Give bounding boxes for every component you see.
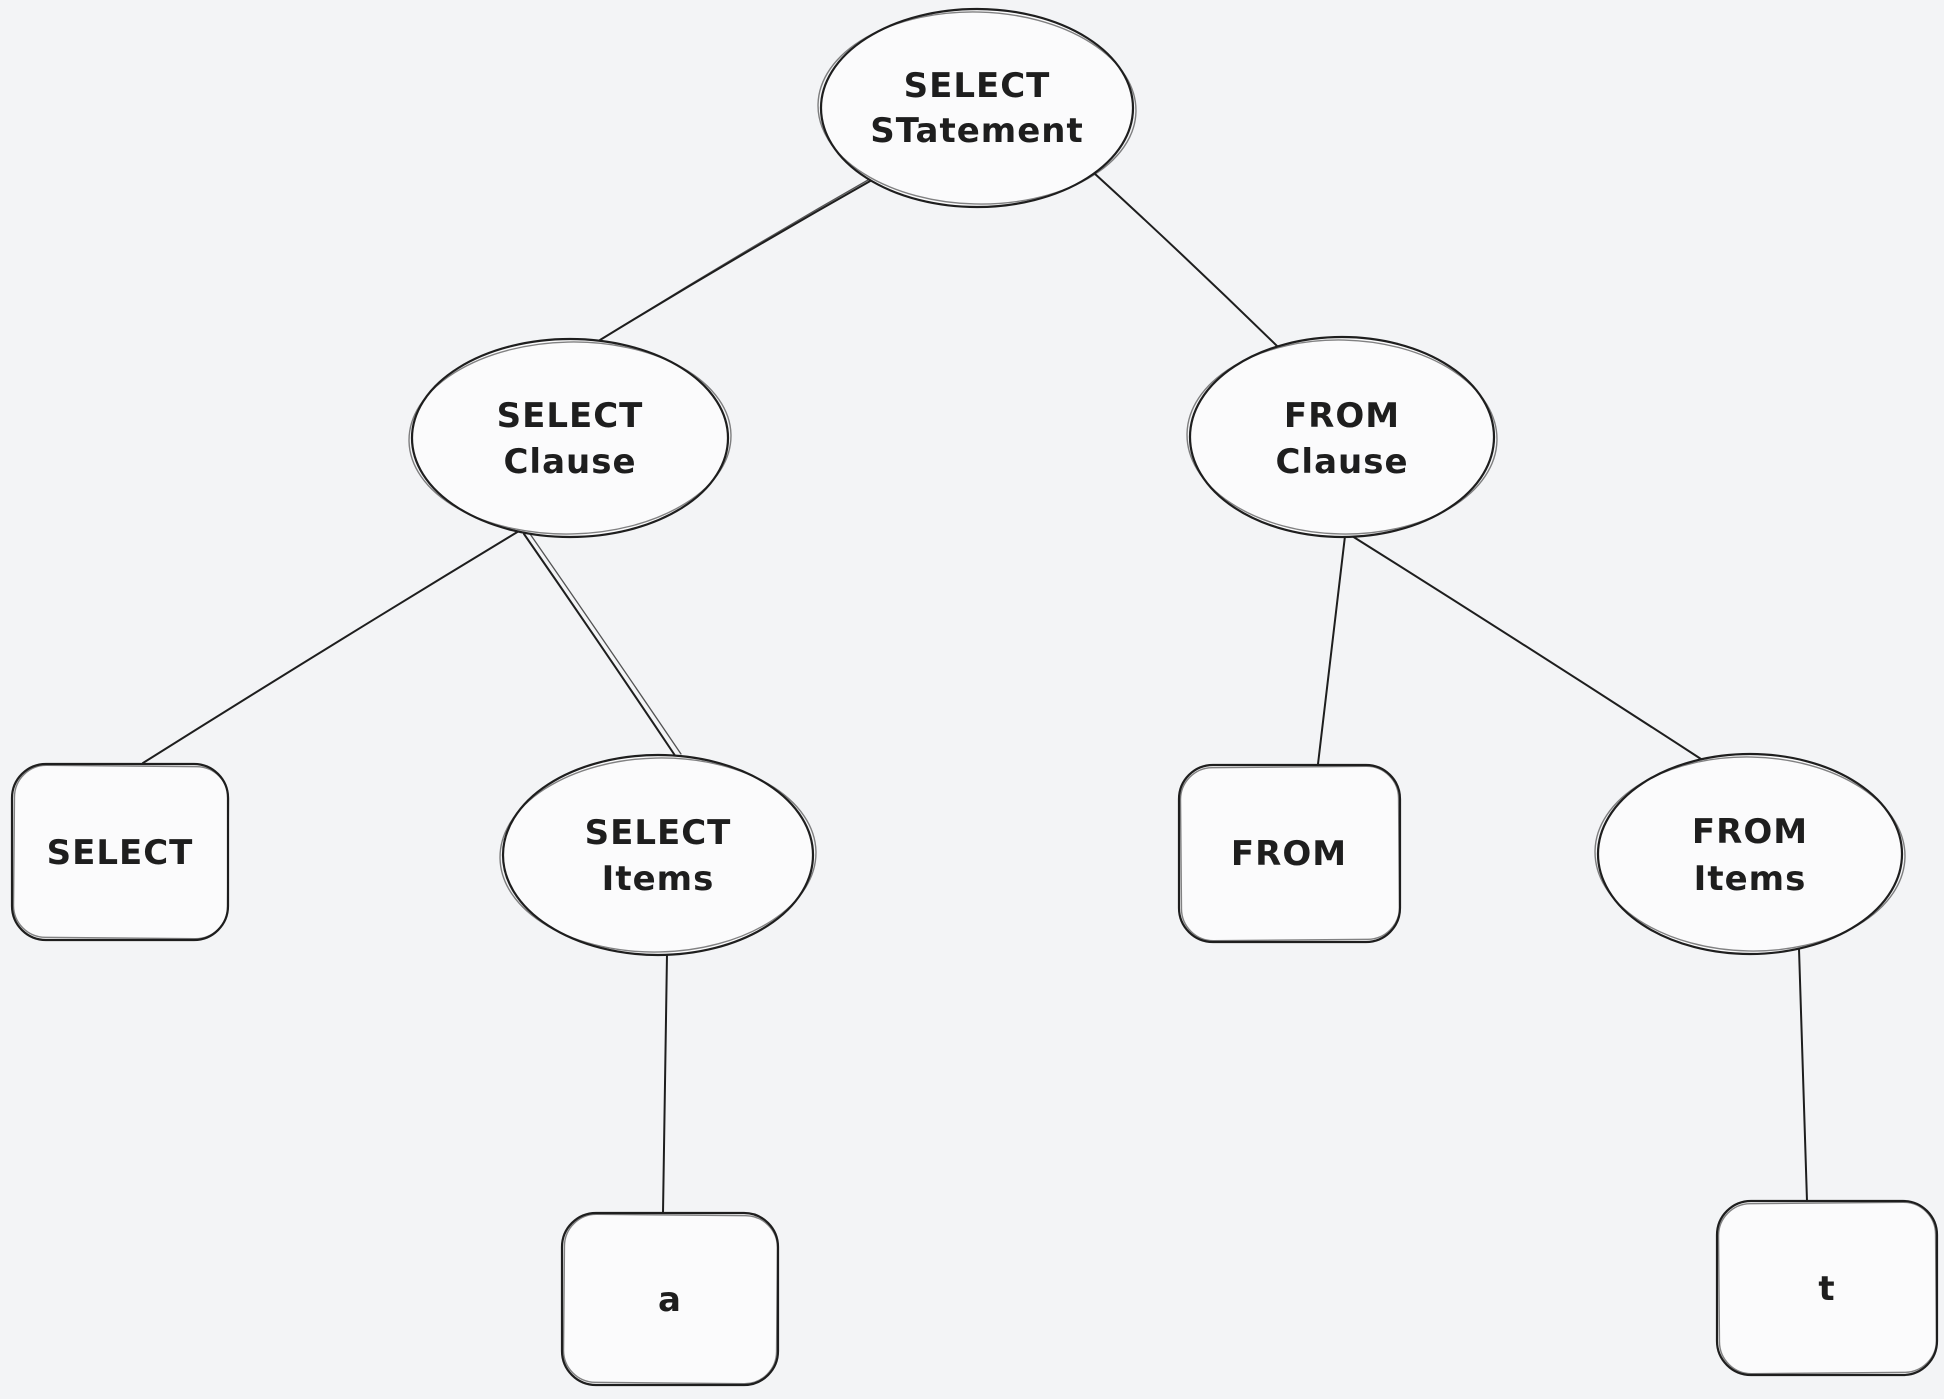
node-item-t: t: [1715, 1199, 1939, 1377]
edge-from-clause-to-from-keyword: [1317, 535, 1346, 765]
edge-select-statement-to-select-clause: [599, 179, 873, 341]
node-from-keyword-echo: [1179, 765, 1401, 942]
node-select-statement-label-line2: STatement: [870, 111, 1084, 151]
edge-from-items-to-item-t: [1798, 948, 1808, 1202]
node-select-statement: SELECT STatement: [817, 7, 1137, 209]
node-select-items-label-line1: SELECT: [585, 813, 732, 853]
node-from-items-echo: [1594, 756, 1906, 952]
node-item-a-echo: [562, 1213, 779, 1385]
node-select-clause: SELECT Clause: [408, 337, 732, 539]
edges: [142, 172, 1808, 1214]
node-item-a-label: a: [658, 1280, 682, 1320]
node-select-clause-echo: [408, 341, 732, 535]
node-select-keyword-echo: [12, 764, 230, 940]
node-from-clause: FROM Clause: [1186, 335, 1498, 539]
node-from-keyword: FROM: [1177, 763, 1402, 944]
node-select-items-label-line2: Items: [602, 859, 715, 899]
node-select-items-echo: [499, 757, 817, 953]
node-from-clause-label-line1: FROM: [1284, 396, 1400, 436]
node-select-items: SELECT Items: [499, 753, 817, 957]
node-select-clause-label-line2: Clause: [503, 442, 636, 482]
node-from-keyword-label: FROM: [1231, 834, 1347, 874]
edge-select-statement-to-from-clause: [1093, 172, 1278, 347]
node-select-statement-label-line1: SELECT: [904, 66, 1051, 106]
edge-select-statement-to-select-clause-echo: [604, 175, 876, 338]
edge-select-clause-to-select-items-echo: [527, 530, 682, 755]
node-from-clause-echo: [1186, 339, 1498, 535]
node-from-clause-label-line2: Clause: [1275, 442, 1408, 482]
node-from-items-label-line1: FROM: [1692, 812, 1808, 852]
node-select-statement-echo: [817, 11, 1137, 205]
node-select-keyword-label: SELECT: [47, 833, 194, 873]
node-item-a: a: [560, 1211, 780, 1387]
edge-select-clause-to-select-keyword: [142, 530, 520, 764]
node-from-items: FROM Items: [1594, 752, 1906, 956]
edge-select-items-to-item-a: [662, 953, 668, 1214]
edge-from-clause-to-from-items: [1351, 535, 1702, 760]
node-item-t-label: t: [1818, 1269, 1835, 1309]
edge-select-clause-to-select-items: [523, 533, 677, 758]
node-select-clause-label-line1: SELECT: [497, 396, 644, 436]
node-item-t-echo: [1717, 1201, 1938, 1375]
node-select-keyword: SELECT: [10, 762, 230, 942]
node-from-items-label-line2: Items: [1694, 859, 1807, 899]
